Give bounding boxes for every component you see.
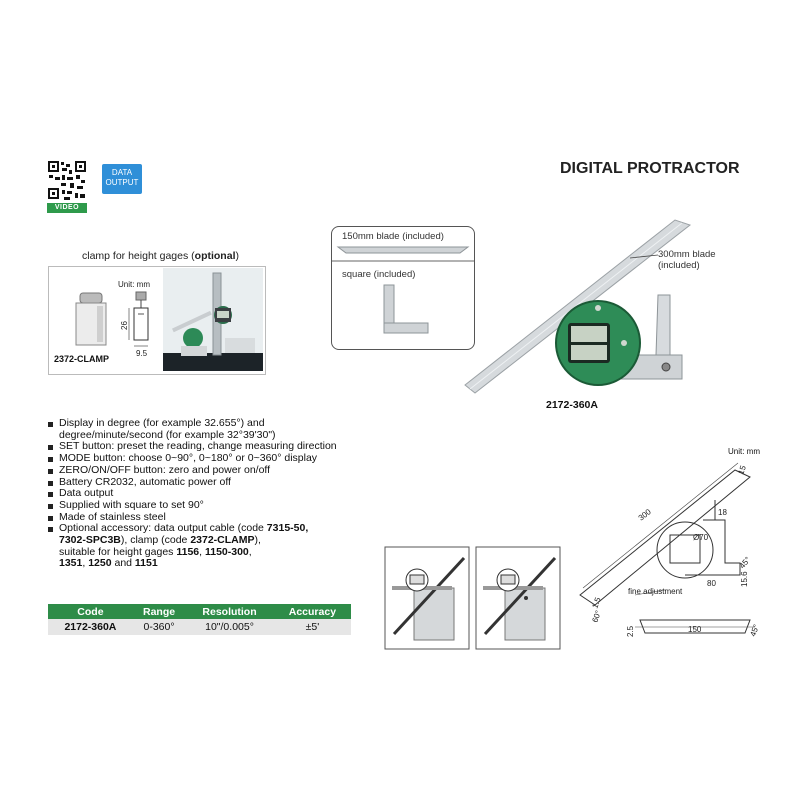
opt-code: 2372-CLAMP: [190, 534, 255, 547]
col-resolution-header: Resolution: [185, 604, 274, 619]
cell-range: 0-360°: [132, 619, 186, 635]
opt-text: and: [111, 557, 135, 570]
dim-60: 60°: [590, 609, 603, 623]
dim-15: 15: [736, 464, 748, 476]
clamp-code: 2372-CLAMP: [54, 354, 110, 364]
dim-300: 300: [637, 507, 653, 523]
feature-item: Battery CR2032, automatic power off: [48, 476, 368, 489]
opt-text: ,: [82, 557, 89, 570]
dim-18: 18: [718, 508, 727, 517]
model-label: 2172-360A: [546, 399, 598, 411]
feature-list: Display in degree (for example 32.655°) …: [48, 417, 368, 570]
feature-item: Supplied with square to set 90°: [48, 499, 368, 512]
opt-text: ,: [248, 545, 252, 558]
table-header-row: Code Range Resolution Accuracy: [48, 604, 351, 619]
opt-text: suitable for height gages: [59, 545, 177, 558]
drawing-unit: Unit: mm: [728, 447, 760, 456]
feature-item: MODE button: choose 0~90°, 0~180° or 0~3…: [48, 452, 368, 465]
cell-resolution: 10"/0.005°: [185, 619, 274, 635]
page-title: DIGITAL PROTRACTOR: [560, 160, 740, 177]
blade-300-label-2: (included): [658, 260, 700, 271]
dim-2-5: 2.5: [626, 625, 635, 637]
dim-150: 150: [688, 625, 702, 634]
optional-accessory-line-3: suitable for height gages 1156, 1150-300…: [48, 545, 368, 559]
accessory-panel: 150mm blade (included) square (included): [331, 226, 475, 350]
clamp-dim-height: 26: [119, 321, 129, 330]
fine-adjustment-label: fine adjustment: [628, 587, 683, 596]
qr-code[interactable]: [47, 160, 87, 212]
accessory-illustration: [332, 246, 474, 334]
cell-code: 2172-360A: [48, 619, 133, 635]
opt-code: 1351: [59, 557, 83, 570]
square-label: square (included): [342, 269, 416, 280]
opt-code: 1150-300: [204, 545, 249, 558]
table-row: 2172-360A 0-360° 10"/0.005° ±5': [48, 619, 351, 635]
opt-code: 7302-SPC3B: [59, 534, 121, 547]
clamp-caption-suffix: ): [235, 250, 239, 262]
dim-15-6: 15.6: [740, 571, 749, 587]
clamp-dim-width: 9.5: [136, 349, 148, 358]
badge-line-2: OUTPUT: [105, 178, 139, 187]
feature-item-cont: degree/minute/second (for example 32°39'…: [59, 428, 276, 441]
feature-item: ZERO/ON/OFF button: zero and power on/of…: [48, 464, 368, 477]
opt-code: 1151: [134, 557, 158, 570]
spec-table: Code Range Resolution Accuracy 2172-360A…: [48, 604, 351, 635]
dim-45-lower: 45°: [748, 623, 761, 637]
clamp-photo: [163, 268, 263, 371]
clamp-caption-optional: optional: [194, 250, 236, 262]
data-output-badge: DATA OUTPUT: [102, 164, 142, 194]
optional-accessory-line-2: 7302-SPC3B), clamp (code 2372-CLAMP),: [48, 534, 368, 547]
dim-1-5: 1.5: [590, 596, 602, 610]
opt-code: 1250: [88, 557, 112, 570]
dim-diameter: Ø70: [693, 533, 709, 542]
clamp-drawing: Unit: mm 26 9.5 2372-CLAMP: [50, 268, 160, 371]
blade-300-leader: [630, 254, 659, 259]
feature-item: Made of stainless steel: [48, 511, 368, 524]
badge-line-1: DATA: [111, 168, 133, 177]
col-code-header: Code: [48, 604, 133, 619]
clamp-unit: Unit: mm: [118, 280, 150, 289]
clamp-illustration: [75, 291, 149, 347]
col-accuracy-header: Accuracy: [273, 604, 351, 619]
clamp-caption: clamp for height gages (optional): [82, 250, 239, 262]
technical-drawing: 300 15 Ø70 18 80 15.6 150 45° 45° 60° 1.…: [579, 462, 761, 638]
opt-code: 1156: [176, 545, 200, 558]
col-range-header: Range: [132, 604, 186, 619]
opt-text: ), clamp (code: [120, 534, 191, 547]
opt-text: ,: [199, 545, 205, 558]
protractor-photo: [464, 219, 692, 394]
feature-item: Display in degree (for example 32.655°) …: [48, 417, 368, 430]
cell-accuracy: ±5': [273, 619, 351, 635]
optional-accessory-item: Optional accessory: data output cable (c…: [48, 522, 368, 535]
usage-illustration: [384, 546, 561, 650]
optional-accessory-line-4: 1351, 1250 and 1151: [48, 558, 368, 570]
blade-150-label: 150mm blade (included): [342, 231, 444, 242]
opt-code: 7315-50,: [266, 522, 309, 535]
feature-item: SET button: preset the reading, change m…: [48, 441, 368, 453]
opt-text: ),: [254, 534, 261, 547]
dim-80: 80: [707, 579, 716, 588]
video-label: VIDEO: [47, 203, 87, 213]
clamp-caption-prefix: clamp for height gages (: [82, 250, 195, 262]
blade-300-label-1: 300mm blade: [658, 249, 716, 260]
feature-item: Data output: [48, 488, 368, 500]
opt-text: Optional accessory: data output cable (c…: [59, 522, 267, 535]
